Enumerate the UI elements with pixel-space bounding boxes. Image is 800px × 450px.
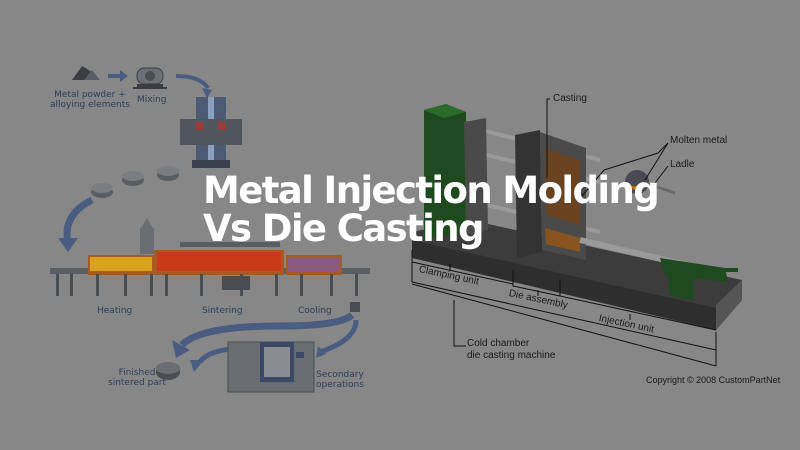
finished-part-icon	[156, 362, 180, 380]
leader-lines	[411, 98, 717, 367]
cnc-machine-icon	[227, 341, 315, 393]
ladle-icon	[625, 170, 676, 195]
label-line: sintered part	[108, 378, 167, 388]
label-mixing: Mixing	[137, 95, 167, 105]
label-casting: Casting	[553, 93, 587, 104]
title-line-2: Vs Die Casting	[203, 207, 484, 250]
label-heating: Heating	[97, 306, 133, 316]
label-metal-powder: Metal powder + alloying elements	[50, 90, 130, 110]
label-cooling: Cooling	[298, 306, 332, 316]
injection-press-icon	[180, 97, 242, 168]
label-line: alloying elements	[50, 100, 130, 110]
page-title: Metal Injection Molding Vs Die Casting	[203, 169, 660, 250]
label-line: Secondary	[316, 370, 364, 380]
arrow-icon	[175, 74, 210, 90]
arrow-icon	[319, 319, 359, 355]
clamping-housing	[424, 104, 466, 240]
small-part-icon	[350, 302, 360, 312]
green-part-icon	[91, 166, 179, 198]
label-molten-metal: Molten metal	[670, 135, 728, 146]
label-line: Metal powder +	[54, 90, 126, 100]
label-line: Cold chamber	[467, 338, 530, 349]
label-line: die casting machine	[467, 350, 556, 361]
metal-powder-icon	[72, 66, 100, 80]
label-finished-part: Finished sintered part	[108, 368, 166, 388]
label-sintering: Sintering	[202, 306, 243, 316]
arrow-icon	[108, 70, 128, 82]
sintering-furnace	[50, 218, 370, 296]
label-line: operations	[316, 380, 364, 390]
injection-unit	[579, 237, 738, 300]
arrow-icon	[179, 312, 355, 348]
label-line: Finished	[118, 368, 156, 378]
mixer-icon	[133, 67, 167, 89]
copyright-notice: Copyright © 2008 CustomPartNet	[646, 375, 781, 385]
label-ladle: Ladle	[670, 159, 695, 170]
label-machine-type: Cold chamber die casting machine	[467, 338, 555, 362]
platens	[464, 118, 586, 260]
label-secondary-operations: Secondary operations	[316, 370, 364, 390]
machine-base	[412, 220, 742, 330]
title-line-1: Metal Injection Molding	[203, 169, 660, 212]
